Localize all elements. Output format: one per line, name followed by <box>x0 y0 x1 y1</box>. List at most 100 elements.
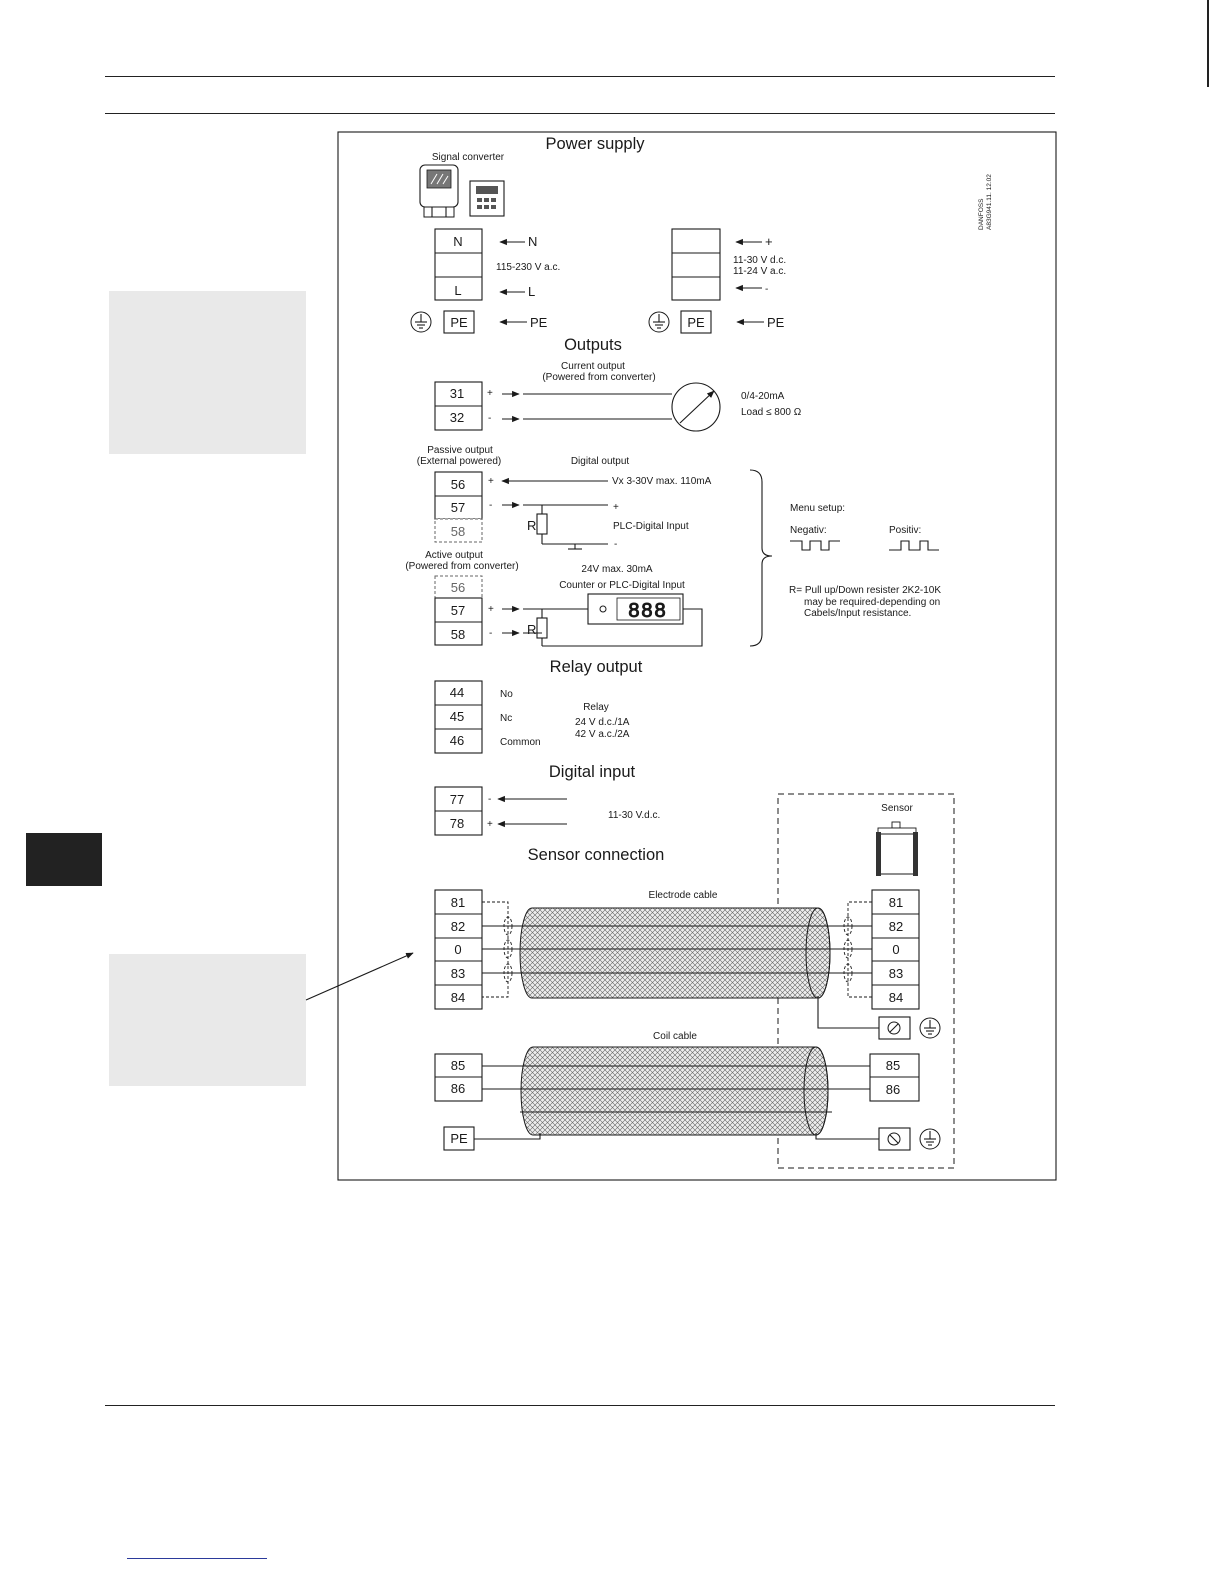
dc-voltage-1: 11-30 V d.c. <box>733 255 786 266</box>
sign-56-passive: + <box>488 476 494 487</box>
pe-terminal-coil-label: PE <box>450 1131 468 1146</box>
coil-wires <box>482 1065 870 1090</box>
terminal-85-right: 85 <box>886 1058 900 1073</box>
input-n-label: N <box>528 234 537 249</box>
terminal-78: 78 <box>450 816 464 831</box>
digital-input-title: Digital input <box>549 763 636 781</box>
terminal-86-right: 86 <box>886 1082 900 1097</box>
r-note-2: may be required-depending on <box>804 597 940 608</box>
pe-terminal-dc-label: PE <box>687 315 705 330</box>
footer-link-underline[interactable] <box>127 1557 267 1559</box>
header-rule-bottom <box>105 113 1055 114</box>
pe-terminal-dc <box>680 310 712 334</box>
sign-31: + <box>487 388 493 399</box>
sign-32: - <box>488 413 491 424</box>
r-note-1: R= Pull up/Down resister 2K2-10K <box>789 585 941 596</box>
terminal-32: 32 <box>450 410 464 425</box>
active-terminal-block <box>434 575 483 646</box>
margin-pointer-arrow <box>305 952 414 1001</box>
earth-icon <box>410 311 432 333</box>
relay-terminal-block <box>434 680 483 754</box>
outputs-brace <box>749 469 773 647</box>
terminal-57-passive: 57 <box>451 500 465 515</box>
resistor-active-label: R <box>527 622 536 637</box>
terminal-l: L <box>454 283 461 298</box>
power-supply-title: Power supply <box>545 135 645 153</box>
sensor-label: Sensor <box>881 803 913 814</box>
margin-note-box-bottom <box>109 954 306 1086</box>
terminal-82-left: 82 <box>451 919 465 934</box>
terminal-81-left: 81 <box>451 895 465 910</box>
digital-input-terminal-block <box>434 786 483 836</box>
outputs-title: Outputs <box>564 336 622 354</box>
margin-note-box-top <box>109 291 306 454</box>
electrode-shield-ground-wire <box>817 996 879 1029</box>
ac-voltage-label: 115-230 V a.c. <box>496 262 560 273</box>
passive-plus: + <box>613 502 619 513</box>
relay-rating-2: 42 V a.c./2A <box>575 729 630 740</box>
relay-rating-1: 24 V d.c./1A <box>575 717 630 728</box>
earth-icon <box>919 1017 941 1039</box>
terminal-82-right: 82 <box>889 919 903 934</box>
terminal-46: 46 <box>450 733 464 748</box>
terminal-0-right: 0 <box>892 942 899 957</box>
relay-common-label: Common <box>500 737 541 748</box>
current-output-label: Current output <box>561 361 625 372</box>
wire-shields-left <box>482 901 513 998</box>
sign-57-passive: - <box>489 500 492 511</box>
relay-output-title: Relay output <box>550 658 643 676</box>
r-note-3: Cabels/Input resistance. <box>804 608 911 619</box>
active-output-label: Active output <box>425 550 483 561</box>
terminal-31: 31 <box>450 386 464 401</box>
drawing-reference-2: A83G941.11. 12.02 <box>986 174 993 230</box>
diagram-frame <box>337 131 1057 1181</box>
terminal-83-right: 83 <box>889 966 903 981</box>
terminal-86-left: 86 <box>451 1081 465 1096</box>
coil-terminal-block-right <box>869 1053 920 1102</box>
dc-terminal-block <box>671 228 721 301</box>
current-output-sublabel: (Powered from converter) <box>542 372 655 383</box>
resistor-passive <box>536 505 608 550</box>
terminal-44: 44 <box>450 685 464 700</box>
coil-shield-pe-wire <box>474 1133 541 1140</box>
counter-display-icon <box>587 593 684 625</box>
digital-output-label: Digital output <box>571 456 630 467</box>
terminal-screw-icon <box>878 1127 911 1151</box>
electrode-wires <box>482 925 872 974</box>
pe-terminal-ac <box>443 310 475 334</box>
terminal-57-active: 57 <box>451 603 465 618</box>
terminal-58-active: 58 <box>451 627 465 642</box>
current-load: Load ≤ 800 Ω <box>741 407 802 418</box>
resistor-passive-label: R <box>527 518 536 533</box>
terminal-56-passive: 56 <box>451 477 465 492</box>
coil-cable-shield <box>520 1046 829 1136</box>
input-l-label: L <box>528 284 535 299</box>
terminal-58-passive: 58 <box>451 524 465 539</box>
coil-cable-label: Coil cable <box>653 1031 697 1042</box>
passive-output-sublabel: (External powered) <box>417 456 501 467</box>
converter-housing-icon <box>419 164 459 218</box>
sensor-icon <box>876 821 918 876</box>
passive-minus: - <box>614 539 617 550</box>
terminal-84-right: 84 <box>889 990 903 1005</box>
coil-shield-ground-wire <box>815 1133 879 1140</box>
menu-negative-label: Negativ: <box>790 525 827 536</box>
earth-icon <box>648 311 670 333</box>
footer-rule <box>105 1405 1055 1406</box>
current-terminal-block <box>434 381 483 431</box>
terminal-56-active: 56 <box>451 580 465 595</box>
plc-input-label: PLC-Digital Input <box>613 521 689 532</box>
relay-nc-label: Nc <box>500 713 512 724</box>
menu-setup-label: Menu setup: <box>790 503 845 514</box>
electrode-terminal-block-left <box>434 889 483 1010</box>
sign-77: - <box>488 794 491 805</box>
ammeter-icon <box>671 382 721 432</box>
electrode-terminal-block-right <box>871 889 920 1010</box>
terminal-n: N <box>453 234 462 249</box>
active-max-label: 24V max. 30mA <box>581 564 652 575</box>
sign-58-active: - <box>489 628 492 639</box>
passive-output-label: Passive output <box>427 445 493 456</box>
electrode-cable-shield <box>519 907 831 999</box>
terminal-81-right: 81 <box>889 895 903 910</box>
